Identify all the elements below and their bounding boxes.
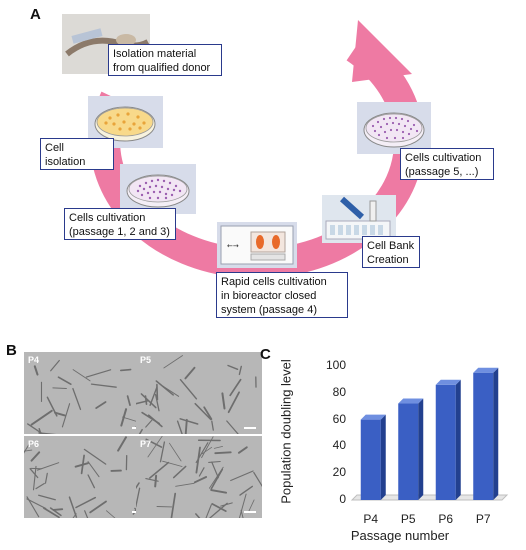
micrograph-label: P7 — [140, 439, 152, 449]
y-tick-label: 0 — [339, 492, 346, 506]
micrograph-label: P4 — [28, 355, 40, 365]
bar-p4 — [360, 414, 386, 500]
cells-cultivation-early-line2: (passage 1, 2 and 3) — [69, 226, 170, 238]
panel-a-letter: A — [30, 6, 41, 23]
panel-b-letter: B — [6, 342, 17, 359]
rapid-cultivation-line2: in bioreactor closed — [221, 290, 317, 302]
isolation-material-line2: from qualified donor — [113, 62, 211, 74]
x-tick-label: P4 — [363, 512, 379, 526]
cell-bank-line2: Creation — [367, 254, 409, 266]
x-tick-label: P7 — [475, 512, 491, 526]
y-tick-label: 60 — [332, 411, 346, 426]
micrograph-p5: P5 — [136, 352, 262, 434]
cells-cultivation-late-line2: (passage 5, ...) — [405, 166, 479, 178]
isolation-material-label: Isolation material from qualified donor — [108, 44, 222, 76]
bar-p7 — [473, 367, 499, 500]
y-axis-title: Population doubling level — [278, 359, 294, 504]
panel-c-letter: C — [260, 346, 271, 363]
svg-text:←→: ←→ — [227, 242, 239, 250]
cells-cultivation-late-line1: Cells cultivation — [405, 152, 482, 164]
cell-bank-photo — [322, 195, 396, 243]
scale-bar — [244, 511, 256, 513]
micrograph-label: P6 — [28, 439, 40, 449]
x-tick-label: P5 — [400, 512, 416, 526]
chart-floor — [350, 494, 509, 501]
rapid-cultivation-label: Rapid cells cultivation in bioreactor cl… — [216, 272, 348, 318]
bar-p6 — [435, 379, 461, 500]
petri-dish-cultivation-late — [357, 102, 431, 154]
petri-dish-cultivation-early — [120, 164, 196, 214]
x-tick-label: P6 — [438, 512, 454, 526]
cell-isolation-line1: Cell — [45, 142, 64, 154]
rapid-cultivation-line1: Rapid cells cultivation — [221, 276, 327, 288]
cells-cultivation-early-label: Cells cultivation (passage 1, 2 and 3) — [64, 208, 176, 240]
cells-cultivation-early-line1: Cells cultivation — [69, 212, 146, 224]
cell-bank-line1: Cell Bank — [367, 240, 415, 252]
micrograph-p4: P4 — [24, 352, 150, 434]
micrograph-label: P5 — [140, 355, 152, 365]
y-tick-label: 20 — [332, 465, 346, 480]
cell-isolation-label: Cell isolation — [40, 138, 114, 170]
isolation-material-line1: Isolation material — [113, 48, 197, 60]
bar-p5 — [398, 398, 424, 500]
y-tick-label: 80 — [332, 384, 346, 399]
scale-bar — [244, 427, 256, 429]
bioreactor-image: ←→ — [217, 222, 297, 268]
micrograph-p6: P6 — [24, 436, 150, 518]
y-tick-label: 40 — [332, 438, 346, 453]
micrograph-p7: P7 — [136, 436, 262, 518]
rapid-cultivation-line3: system (passage 4) — [221, 304, 317, 316]
cells-cultivation-late-label: Cells cultivation (passage 5, ...) — [400, 148, 494, 180]
x-axis-title: Passage number — [350, 528, 450, 543]
cell-isolation-line2: isolation — [45, 156, 86, 168]
y-tick-label: 100 — [325, 358, 346, 372]
cell-bank-label: Cell Bank Creation — [362, 236, 420, 268]
